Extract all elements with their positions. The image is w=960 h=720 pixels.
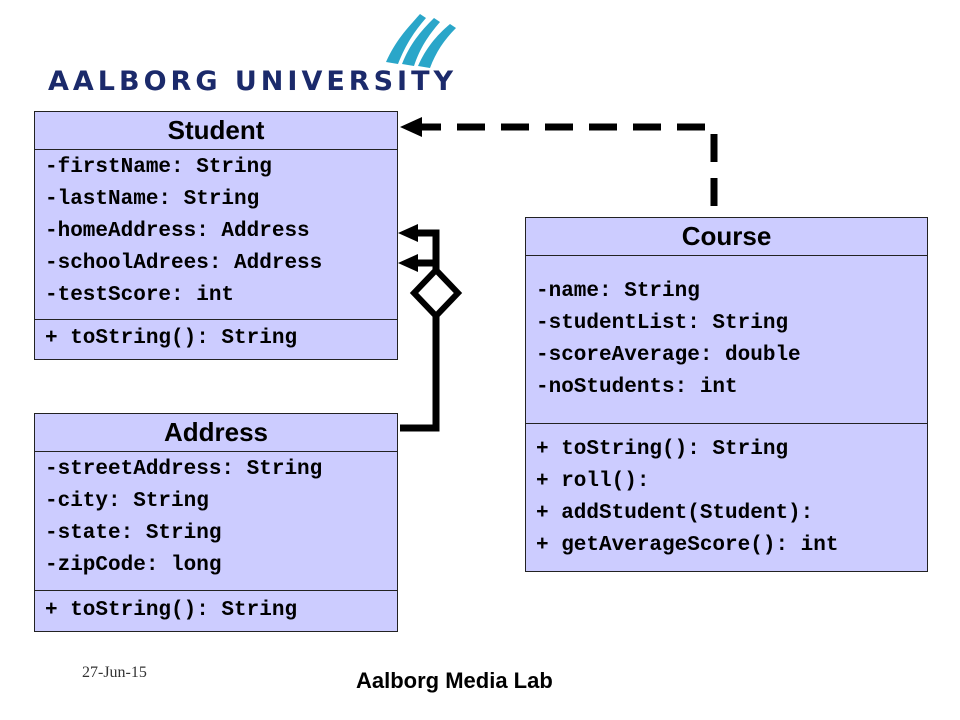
attributes-section: -firstName: String -lastName: String -ho…: [35, 150, 397, 320]
class-student: Student -firstName: String -lastName: St…: [34, 111, 398, 360]
methods-section: + toString(): String + roll(): + addStud…: [526, 424, 927, 562]
attribute: -lastName: String: [45, 188, 260, 211]
aggregation-diamond: [409, 265, 463, 321]
attribute: -city: String: [45, 490, 209, 513]
attribute: -studentList: String: [536, 312, 789, 335]
attribute: -noStudents: int: [536, 376, 738, 399]
attribute: -scoreAverage: double: [536, 344, 801, 367]
footer-lab-name: Aalborg Media Lab: [356, 668, 553, 693]
method: + getAverageScore(): int: [536, 534, 839, 557]
attributes-section: -streetAddress: String -city: String -st…: [35, 452, 397, 591]
attribute: -state: String: [45, 522, 222, 545]
aggregation-line: [400, 316, 440, 432]
attribute: -zipCode: long: [45, 554, 222, 577]
logo-mark-icon: [386, 14, 456, 68]
class-name: Student: [35, 112, 397, 150]
attribute: -streetAddress: String: [45, 458, 323, 481]
class-name: Address: [35, 414, 397, 452]
school-address-arrowhead: [398, 254, 418, 272]
attribute: -name: String: [536, 280, 700, 303]
attributes-section: -name: String -studentList: String -scor…: [526, 256, 927, 424]
slide-date: 27-Jun-15: [82, 664, 147, 681]
logo-text: AALBORG UNIVERSITY: [48, 66, 458, 97]
class-name: Course: [526, 218, 927, 256]
class-address: Address -streetAddress: String -city: St…: [34, 413, 398, 632]
methods-section: + toString(): String: [35, 591, 397, 631]
dependency-arrowhead: [400, 117, 422, 137]
attribute: -testScore: int: [45, 284, 235, 307]
class-course: Course -name: String -studentList: Strin…: [525, 217, 928, 572]
method: + roll():: [536, 470, 650, 493]
attribute: -firstName: String: [45, 156, 272, 179]
method: + addStudent(Student):: [536, 502, 814, 525]
dependency-line: [420, 123, 718, 206]
method: + toString(): String: [45, 599, 298, 622]
method: + toString(): String: [536, 438, 789, 461]
home-address-link: [416, 229, 440, 270]
attribute: -homeAddress: Address: [45, 220, 310, 243]
home-address-arrowhead: [398, 224, 418, 242]
university-logo: AALBORG UNIVERSITY: [36, 10, 466, 97]
methods-section: + toString(): String: [35, 320, 397, 358]
method: + toString(): String: [45, 327, 298, 350]
attribute: -schoolAdrees: Address: [45, 252, 323, 275]
